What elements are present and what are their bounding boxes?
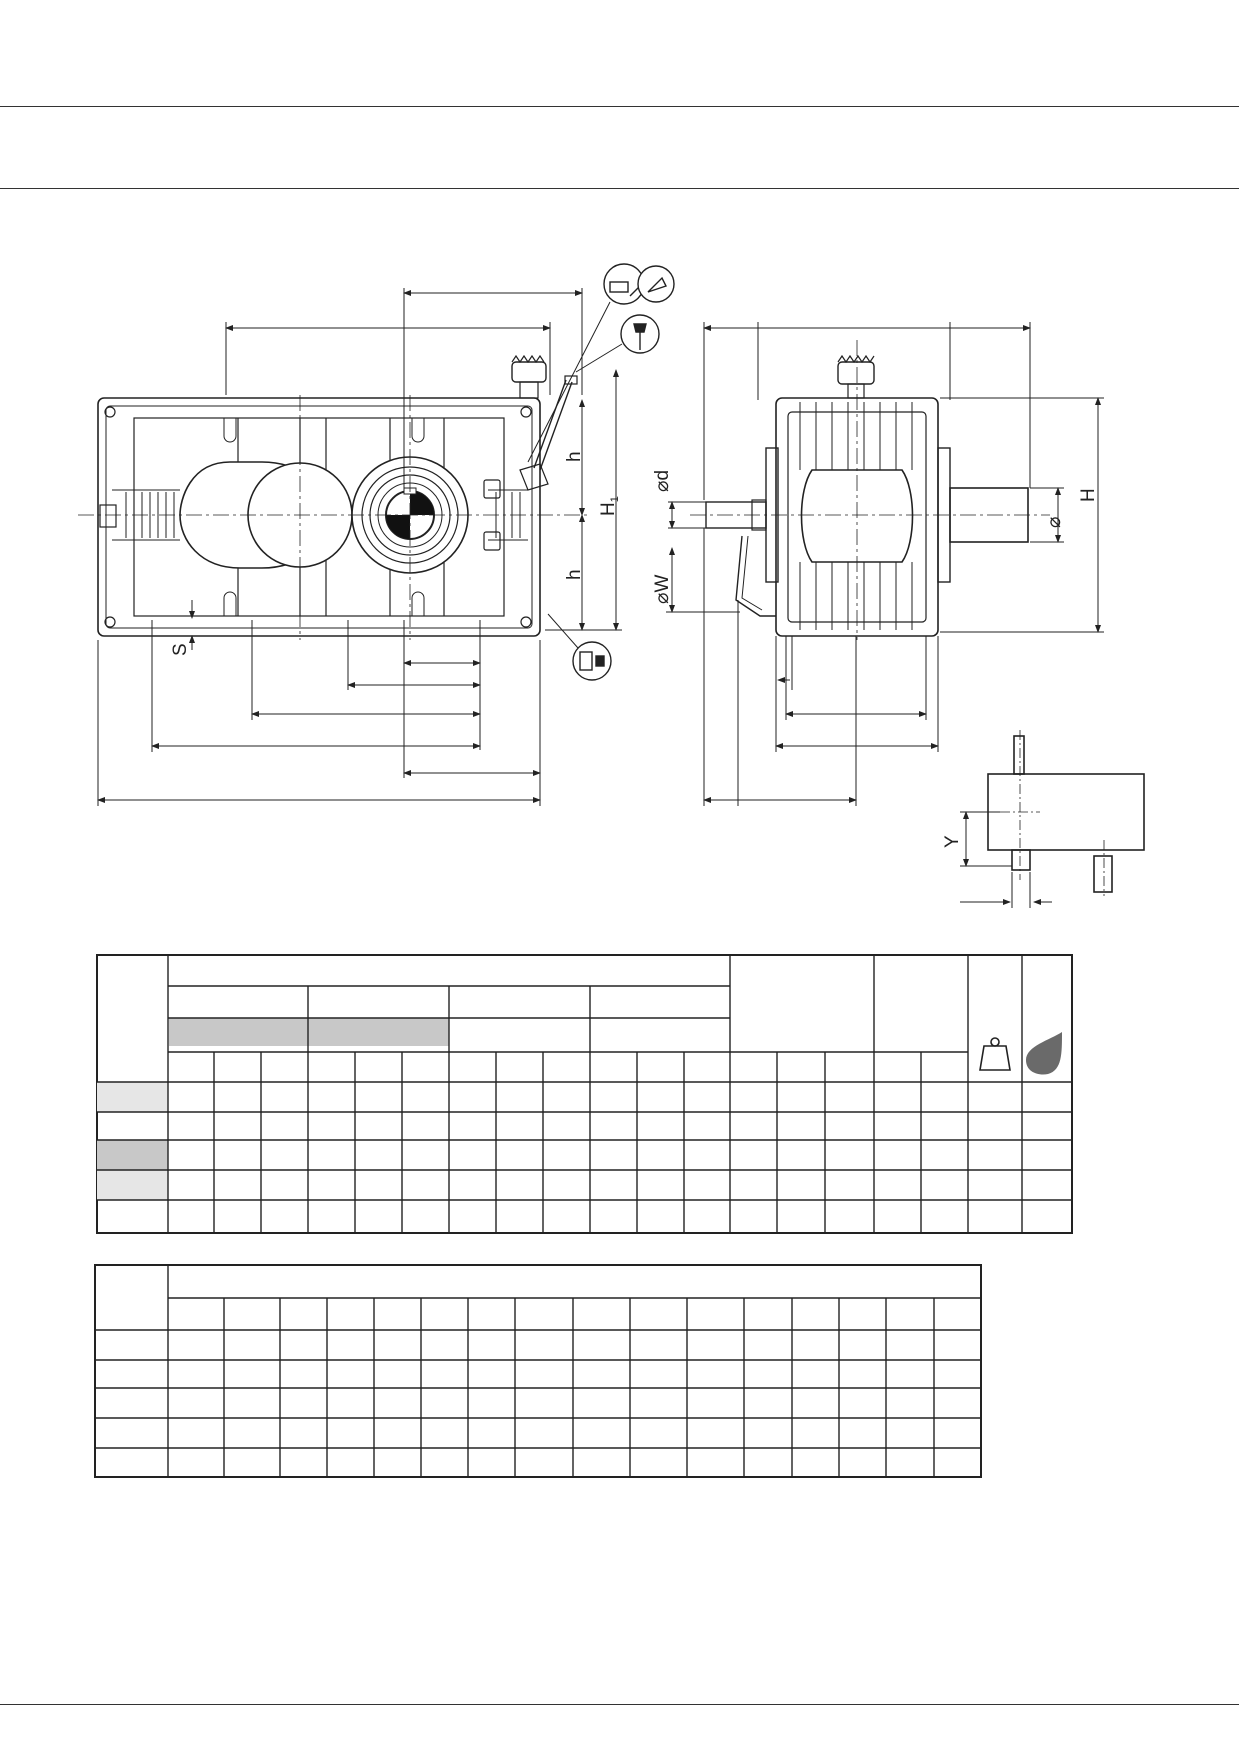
shade-row-1 (97, 1082, 168, 1112)
weight-icon (979, 1037, 1011, 1071)
side-dimensions (666, 322, 1104, 806)
bottom-rule (0, 1704, 1239, 1705)
oil-drain-icon (572, 641, 612, 681)
breather-plug-icon (620, 314, 660, 354)
front-view (78, 354, 590, 640)
label-w-dia: ⌀W (652, 575, 673, 604)
oil-drop-icon (1026, 1032, 1062, 1075)
label-h-lower: h (564, 569, 585, 580)
shade-row-3 (97, 1140, 168, 1170)
shade-2 (308, 1018, 449, 1046)
top-rule-2 (0, 188, 1239, 189)
mounting-position-icon (603, 263, 675, 305)
label-y: Y (942, 835, 963, 848)
dimensions-table-2 (94, 1264, 982, 1478)
front-dimensions (97, 288, 622, 806)
label-phi: ⌀ (1044, 517, 1065, 528)
leader-3 (547, 613, 579, 649)
offset-schematic (960, 730, 1145, 908)
side-view (690, 340, 1050, 640)
top-rule-1 (0, 106, 1239, 107)
shade-1 (169, 1018, 308, 1046)
label-h-upper: h (564, 451, 585, 462)
leader-2 (575, 343, 623, 373)
label-d-shaft: ⌀d (652, 470, 673, 492)
dimensions-table-1 (96, 954, 1073, 1234)
label-s: S (170, 643, 191, 656)
leader-1 (527, 301, 611, 463)
label-h1: H1 (598, 496, 621, 516)
shade-row-4 (97, 1170, 168, 1200)
label-H: H (1078, 488, 1099, 502)
